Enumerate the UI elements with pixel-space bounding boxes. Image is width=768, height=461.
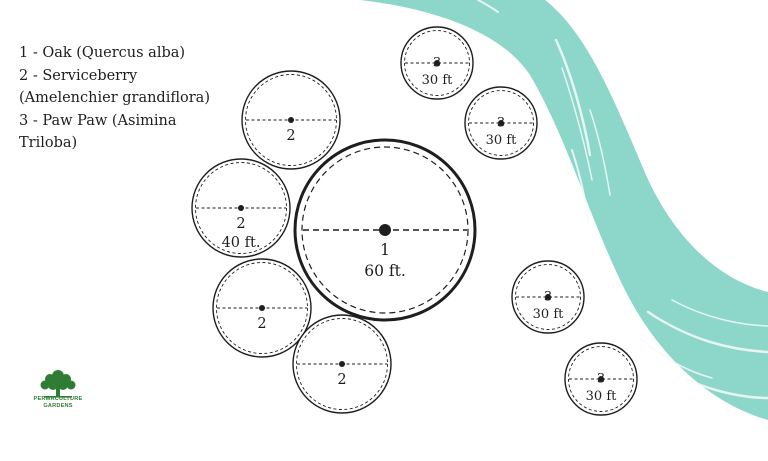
- tree-trunk-dot: [288, 117, 294, 123]
- tree-serviceberry-c: 2: [212, 258, 312, 358]
- tree-spread-label: 30 ft: [586, 389, 617, 404]
- tree-dripline-circle: [468, 90, 534, 156]
- legend-line: 2 - Serviceberry: [19, 67, 138, 84]
- tree-number-label: 2: [286, 128, 295, 144]
- legend-line: Triloba): [19, 135, 78, 151]
- legend-line: 1 - Oak (Quercus alba): [19, 45, 186, 61]
- tree-spread-label: 30 ft: [422, 73, 453, 88]
- stream-highlights: [477, 0, 768, 400]
- tree-number-label: 3: [544, 290, 552, 305]
- tree-layer: 1 60 ft. 2 2 40 ft. 2 2 3 30 ft 3 30 ft 3 30 ft 3 30 f…: [191, 26, 638, 416]
- tree-pawpaw-b: 3 30 ft: [464, 86, 538, 160]
- tree-number-label: 2: [257, 316, 266, 332]
- tree-pawpaw-c: 3 30 ft: [511, 260, 585, 334]
- tree-number-label: 2: [337, 372, 346, 388]
- tree-serviceberry-a: 2: [241, 70, 341, 170]
- logo-text: PERMACULTURE GARDENS: [16, 396, 100, 409]
- tree-dripline-circle: [216, 262, 308, 354]
- tree-spread-label: 30 ft: [533, 307, 564, 322]
- tree-trunk-dot: [238, 205, 244, 211]
- tree-dripline-circle: [296, 318, 388, 410]
- tree-spread-label: 30 ft: [486, 133, 517, 148]
- logo-text-line: PERMACULTURE: [33, 396, 83, 402]
- tree-pawpaw-a: 3 30 ft: [400, 26, 474, 100]
- legend-line: 3 - Paw Paw (Asimina: [19, 112, 177, 129]
- tree-dripline-circle: [404, 30, 470, 96]
- tree-trunk-dot: [339, 361, 345, 367]
- tree-serviceberry-b: 2 40 ft.: [191, 158, 291, 258]
- tree-number-label: 3: [497, 116, 505, 131]
- tree-number-label: 1: [380, 241, 390, 259]
- tree-logo-icon: [40, 370, 76, 398]
- tree-trunk-dot: [498, 120, 504, 126]
- tree-trunk-dot: [434, 60, 440, 66]
- tree-number-label: 3: [597, 372, 605, 387]
- legend: 1 - Oak (Quercus alba) 2 - Serviceberry …: [19, 42, 249, 155]
- tree-dripline-circle: [195, 162, 287, 254]
- tree-trunk-dot: [545, 294, 551, 300]
- tree-number-label: 3: [433, 56, 441, 71]
- stream: [360, 0, 768, 420]
- tree-trunk-dot: [379, 224, 391, 236]
- tree-dripline-circle: [245, 74, 337, 166]
- tree-oak: 1 60 ft.: [293, 138, 477, 322]
- tree-trunk-dot: [259, 305, 265, 311]
- legend-line: (Amelenchier grandiflora): [19, 90, 210, 106]
- tree-serviceberry-d: 2: [292, 314, 392, 414]
- tree-spread-label: 60 ft.: [364, 262, 406, 280]
- tree-spread-label: 40 ft.: [222, 235, 261, 251]
- tree-pawpaw-d: 3 30 ft: [564, 342, 638, 416]
- logo-text-line: GARDENS: [43, 402, 73, 409]
- tree-dripline-circle: [301, 146, 469, 314]
- tree-dripline-circle: [568, 346, 634, 412]
- tree-dripline-circle: [515, 264, 581, 330]
- tree-number-label: 2: [236, 216, 245, 232]
- tree-trunk-dot: [598, 376, 604, 382]
